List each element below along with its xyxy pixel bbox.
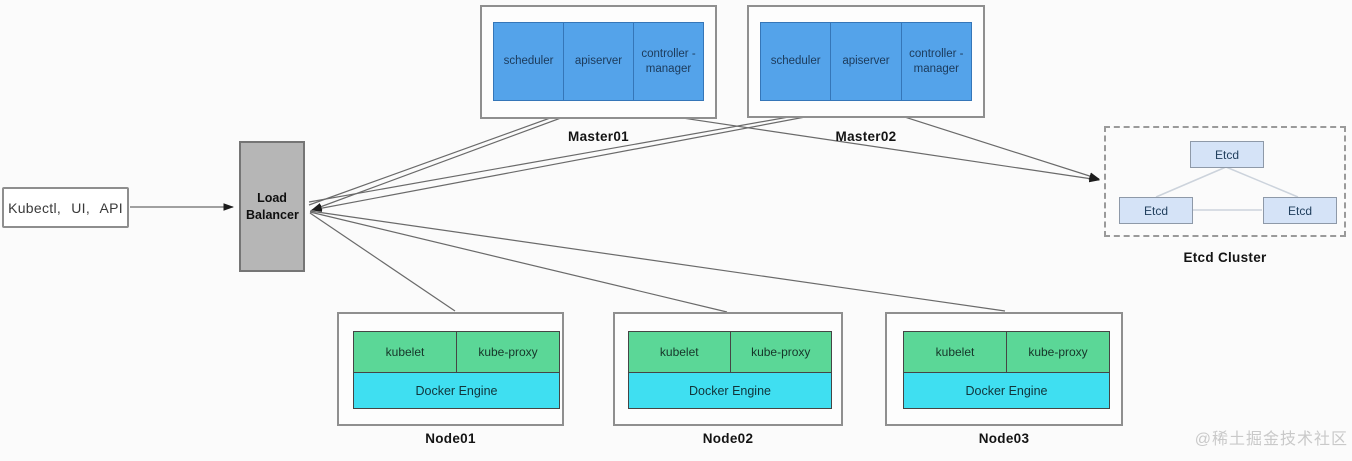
load-balancer-box: Load Balancer	[239, 141, 305, 272]
node01-components: kubelet kube-proxy	[353, 331, 560, 373]
etcd-mesh-lines	[1155, 166, 1299, 211]
master01-controller-manager-box: controller -manager	[634, 22, 704, 101]
connector-lb-to-master02	[308, 101, 864, 203]
node03-label: Node03	[978, 431, 1030, 446]
node03-kubelet-box: kubelet	[904, 332, 1006, 372]
connector-lb-to-node02	[309, 211, 728, 313]
node02-box: kubelet kube-proxy Docker Engine	[613, 312, 843, 426]
master01-apiserver-box: apiserver	[564, 22, 634, 101]
master01-components: scheduler apiserver controller -manager	[493, 22, 704, 101]
master01-scheduler-box: scheduler	[493, 22, 564, 101]
etcd-cluster-label: Etcd Cluster	[1183, 250, 1267, 265]
master02-box: scheduler apiserver controller -manager	[747, 5, 985, 118]
node02-kube-proxy-box: kube-proxy	[729, 332, 831, 372]
node01-kube-proxy-box: kube-proxy	[456, 332, 559, 372]
kubectl-ui-api-label: Kubectl, UI, API	[8, 199, 123, 216]
node01-kubelet-box: kubelet	[354, 332, 456, 372]
etcd-node-right: Etcd	[1263, 197, 1337, 224]
master02-controller-manager-box: controller -manager	[901, 22, 972, 101]
etcd-node-top: Etcd	[1190, 141, 1264, 168]
node01-label: Node01	[425, 431, 476, 446]
etcd-cluster-box: Etcd Etcd Etcd	[1104, 126, 1346, 237]
node03-kube-proxy-box: kube-proxy	[1006, 332, 1109, 372]
load-balancer-label: Load Balancer	[246, 191, 299, 222]
node03-docker-engine-box: Docker Engine	[903, 373, 1110, 409]
master02-components: scheduler apiserver controller -manager	[760, 22, 972, 101]
kubectl-ui-api-box: Kubectl, UI, API	[2, 187, 129, 228]
node02-components: kubelet kube-proxy	[628, 331, 832, 373]
connector-lb-to-node01	[309, 212, 456, 312]
etcd-node-left: Etcd	[1119, 197, 1193, 224]
node03-box: kubelet kube-proxy Docker Engine	[885, 312, 1123, 426]
connector-lb-to-master01	[308, 103, 591, 206]
master02-scheduler-box: scheduler	[760, 22, 832, 101]
master01-label: Master01	[568, 129, 629, 144]
connector-master02-to-lb	[310, 104, 870, 212]
node01-docker-engine-box: Docker Engine	[353, 373, 560, 409]
master02-label: Master02	[835, 129, 897, 144]
master02-apiserver-box: apiserver	[831, 22, 902, 101]
node01-box: kubelet kube-proxy Docker Engine	[337, 312, 564, 426]
node02-docker-engine-box: Docker Engine	[628, 373, 832, 409]
node03-components: kubelet kube-proxy	[903, 331, 1110, 373]
node02-kubelet-box: kubelet	[629, 332, 730, 372]
node02-label: Node02	[702, 431, 754, 446]
connector-lb-to-node03	[309, 210, 1006, 312]
master01-box: scheduler apiserver controller -manager	[480, 5, 717, 119]
juejin-watermark: @稀土掘金技术社区	[1194, 431, 1348, 448]
